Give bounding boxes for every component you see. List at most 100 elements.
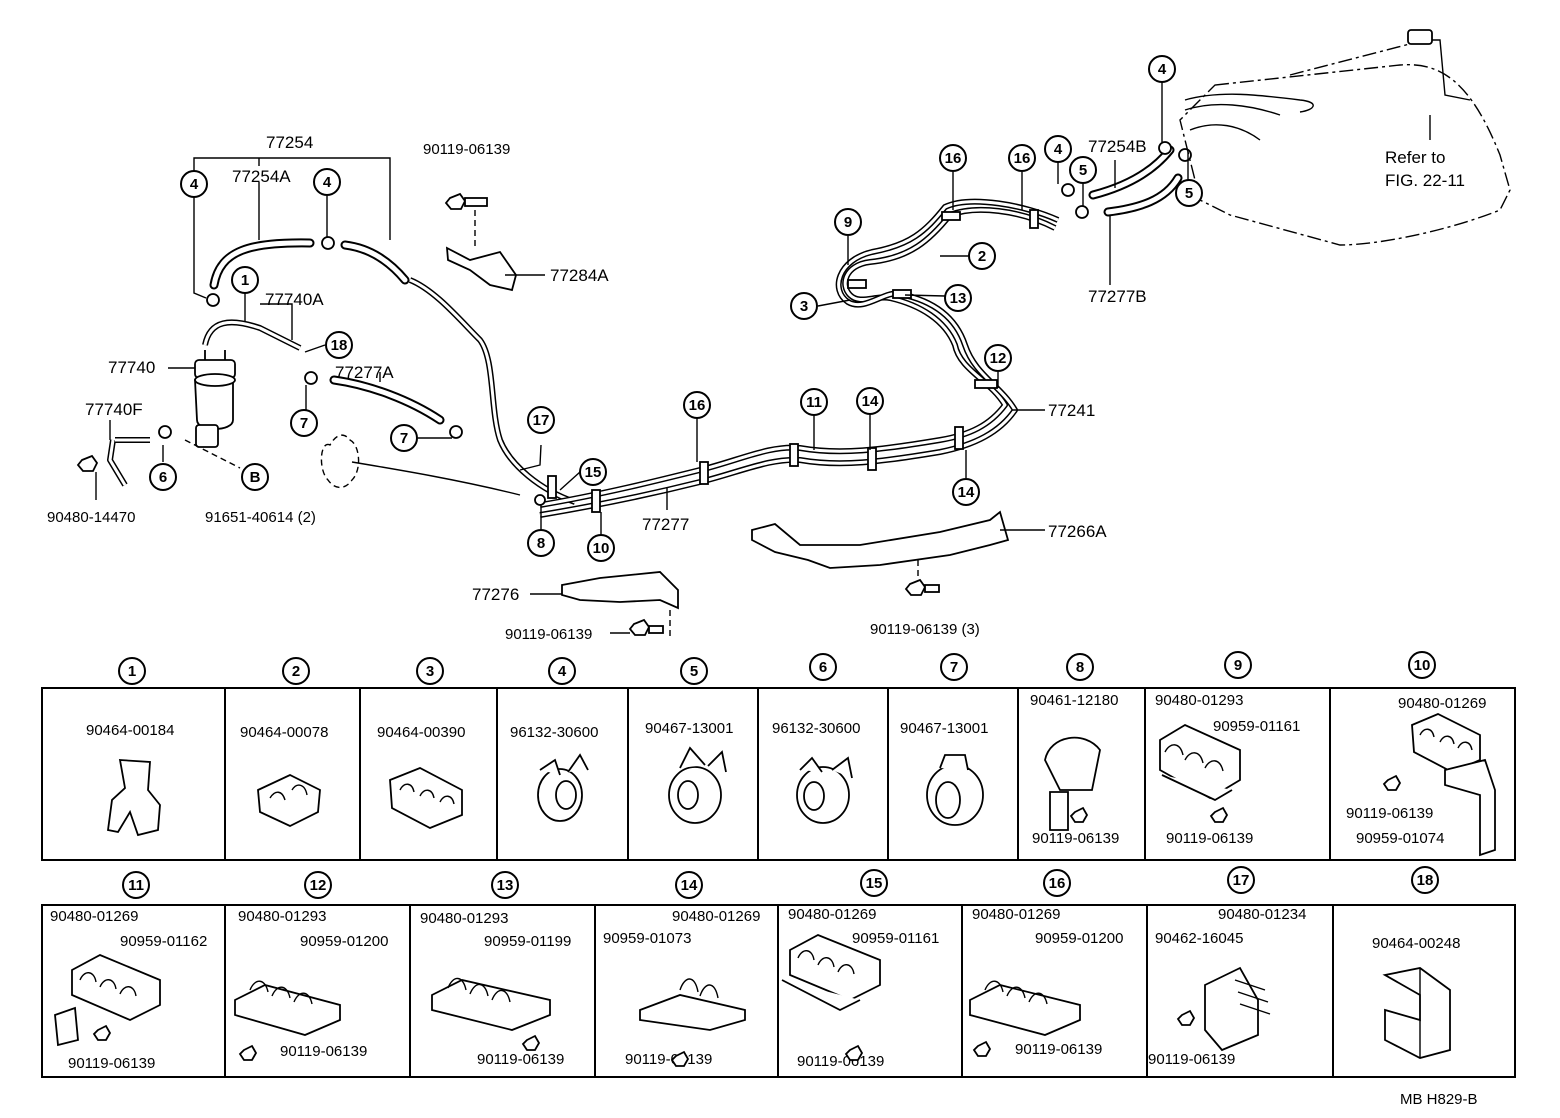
table-num-4: 4 <box>558 663 567 680</box>
callout-4: 4 <box>1054 141 1063 158</box>
label-bolt-77276: 90119-06139 <box>505 626 592 643</box>
table-num-1: 1 <box>128 663 136 680</box>
table-num-7: 7 <box>950 659 958 676</box>
label-refer-line2: FIG. 22-11 <box>1385 171 1465 190</box>
callout-3: 3 <box>800 298 808 315</box>
callout-14: 14 <box>862 393 879 410</box>
part-90119-06139: 90119-06139 <box>1032 830 1119 847</box>
label-77277a: 77277A <box>335 363 394 382</box>
clip-4-tank <box>1158 141 1172 155</box>
clamp-table-labels-row2: 90480-01269 90959-01162 90119-06139 9048… <box>50 906 1460 1072</box>
part-90959-01161: 90959-01161 <box>852 930 939 947</box>
callout-10: 10 <box>593 540 610 557</box>
part-90959-01073: 90959-01073 <box>603 930 691 947</box>
table-num-16: 16 <box>1049 875 1066 892</box>
hose-77254-right <box>340 240 410 285</box>
hose-77254b: 77254B <box>1088 137 1175 200</box>
part-90119-06139: 90119-06139 <box>477 1051 564 1068</box>
part-90480-01269: 90480-01269 <box>50 908 138 925</box>
part-90119-06139: 90119-06139 <box>1166 830 1253 847</box>
table-num-13: 13 <box>497 877 514 894</box>
protector-77266a: 77266A 90119-06139 (3) <box>751 510 1107 638</box>
callout-8: 8 <box>537 535 545 552</box>
callout-4: 4 <box>1158 61 1167 78</box>
part-90461-12180: 90461-12180 <box>1030 692 1118 709</box>
hose-77254a: 77254A <box>209 167 315 290</box>
part-90464-00078: 90464-00078 <box>240 724 328 741</box>
protector-77284a: 77284A <box>445 246 609 292</box>
part-90119-06139: 90119-06139 <box>1346 805 1433 822</box>
clamp-table <box>41 687 1516 1078</box>
label-90480-14470: 90480-14470 <box>47 509 135 526</box>
part-90464-00248: 90464-00248 <box>1372 935 1460 952</box>
table-num-9: 9 <box>1234 657 1242 674</box>
part-90119-06139: 90119-06139 <box>280 1043 367 1060</box>
protector-77276: 77276 90119-06139 <box>472 571 679 643</box>
clamp-table-labels-row1: 90464-00184 90464-00078 90464-00390 9613… <box>86 692 1486 847</box>
callout-leaders <box>162 82 1189 535</box>
callout-9: 9 <box>844 214 852 231</box>
part-90480-01293: 90480-01293 <box>1155 692 1243 709</box>
part-90480-01293: 90480-01293 <box>420 910 508 927</box>
callout-11: 11 <box>806 394 822 411</box>
label-77241: 77241 <box>1048 401 1095 420</box>
callout-16: 16 <box>945 150 962 167</box>
callout-15: 15 <box>585 464 602 481</box>
label-77740f: 77740F <box>85 400 143 419</box>
part-90464-00390: 90464-00390 <box>377 724 465 741</box>
clamp-sketches-row1 <box>106 713 1496 857</box>
callout-4: 4 <box>190 176 199 193</box>
callout-5: 5 <box>1079 162 1087 179</box>
label-77276: 77276 <box>472 585 519 604</box>
label-91651-40614: 91651-40614 (2) <box>205 509 316 526</box>
table-num-12: 12 <box>310 877 327 894</box>
callout-16: 16 <box>1014 150 1031 167</box>
table-num-18: 18 <box>1417 872 1434 889</box>
fuel-filter-77740: 77740 <box>108 350 236 448</box>
callout-14: 14 <box>958 484 975 501</box>
part-90464-00184: 90464-00184 <box>86 722 174 739</box>
label-77284a: 77284A <box>550 266 609 285</box>
part-90119-06139: 90119-06139 <box>625 1051 712 1068</box>
callout-2: 2 <box>978 248 986 265</box>
part-90480-01269: 90480-01269 <box>1398 695 1486 712</box>
part-90467-13001: 90467-13001 <box>900 720 988 737</box>
clip-8-part <box>534 494 546 506</box>
part-90959-01200: 90959-01200 <box>1035 930 1123 947</box>
callout-17: 17 <box>533 412 550 429</box>
label-77266a: 77266A <box>1048 522 1107 541</box>
callout-12: 12 <box>990 350 1007 367</box>
table-num-10: 10 <box>1414 657 1431 674</box>
part-90119-06139: 90119-06139 <box>797 1053 884 1070</box>
callout-16: 16 <box>689 397 706 414</box>
callouts-upper: 4 4 1 18 7 7 6 B 17 15 8 10 16 11 14 14 … <box>149 55 1203 562</box>
label-77740: 77740 <box>108 358 155 377</box>
clip-6-part <box>158 425 172 439</box>
part-90959-01162: 90959-01162 <box>120 933 207 950</box>
callout-1: 1 <box>241 272 249 289</box>
callout-18: 18 <box>331 337 348 354</box>
callout-5: 5 <box>1185 185 1193 202</box>
clamp-sketches-row2 <box>54 934 1451 1067</box>
vent-line <box>351 461 521 496</box>
label-bolt-77266a: 90119-06139 (3) <box>870 621 980 638</box>
clip-4-mid <box>1061 183 1075 197</box>
hose-77254-group: 77254 <box>193 133 391 240</box>
table-num-14: 14 <box>681 877 698 894</box>
figure-code: MB H829-B <box>1400 1091 1478 1108</box>
nut-90480-14470: 90480-14470 <box>47 454 135 526</box>
callout-6: 6 <box>159 469 167 486</box>
pipe-clamps <box>547 209 1039 513</box>
clamp-table-numbers-row1: 1 2 3 4 5 6 7 8 9 10 <box>118 651 1436 685</box>
part-90119-06139: 90119-06139 <box>1015 1041 1102 1058</box>
table-num-8: 8 <box>1076 659 1084 676</box>
hose-77277a: 77277A <box>329 363 445 425</box>
clip-7-right <box>449 425 463 439</box>
bracket-77740f: 77740F <box>85 400 150 487</box>
table-num-2: 2 <box>292 663 300 680</box>
label-77277: 77277 <box>642 515 689 534</box>
pipe-bundle-77277: 77277 77241 <box>539 198 1095 534</box>
part-90480-01269: 90480-01269 <box>672 908 760 925</box>
table-num-3: 3 <box>426 663 434 680</box>
part-90959-01200: 90959-01200 <box>300 933 388 950</box>
